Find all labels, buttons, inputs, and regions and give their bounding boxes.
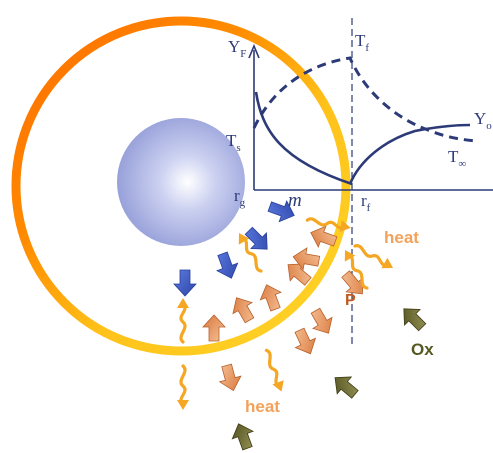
oxidizer-arrow-icon	[228, 420, 258, 452]
temperature-profile-curve	[254, 58, 478, 141]
product-arrow-icon	[203, 315, 225, 341]
oxidizer-label: Ox	[411, 340, 434, 359]
product-arrow-icon	[256, 281, 286, 313]
oxidizer-arrow-icon	[328, 369, 362, 403]
heat-label-lower: heat	[245, 397, 280, 416]
products-label: P	[345, 292, 356, 309]
rf-label: rf	[361, 191, 371, 214]
fuel-vapor-arrow-icon	[212, 250, 242, 282]
tinf-label: T∞	[448, 147, 466, 170]
heat-wave-icon	[177, 298, 189, 342]
tf-label: Tf	[355, 31, 369, 54]
yf-label: YF	[228, 37, 246, 60]
product-arrow-icon	[290, 326, 321, 359]
product-arrow-icon	[216, 363, 244, 394]
oxidizer-arrow-icon	[396, 301, 430, 335]
heat-wave-icon	[261, 348, 287, 393]
product-arrow-icon	[306, 305, 338, 339]
fuel-vapor-arrow-icon	[174, 270, 196, 296]
heat-label-upper: heat	[384, 228, 419, 247]
yo-label: Yo	[474, 109, 492, 132]
heat-wave-icon	[177, 366, 189, 410]
product-arrow-icon	[227, 292, 259, 326]
